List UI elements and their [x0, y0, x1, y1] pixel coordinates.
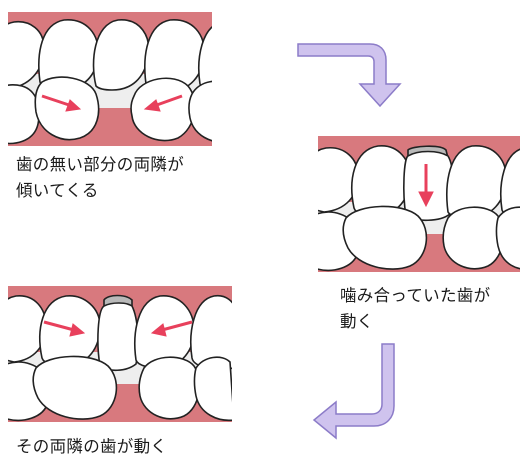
arrow-right-head-icon: [65, 99, 82, 112]
arrow-right-head-icon: [69, 323, 86, 337]
arrow-right-icon: [43, 320, 75, 332]
teeth-illustration-1: [8, 12, 212, 146]
caption-line: 動く: [340, 312, 374, 331]
flow-arrow-icon: [312, 343, 395, 440]
caption-line: 傾いてくる: [16, 181, 99, 200]
flow-arrow-icon: [297, 43, 402, 108]
upper-teeth: [318, 145, 520, 222]
diagram-panel-step-1: [8, 12, 212, 146]
lower-teeth: [8, 76, 212, 145]
step-2-caption: 噛み合っていた歯が 動く: [340, 283, 490, 335]
upper-teeth: [8, 294, 232, 372]
arrow-left-head-icon: [150, 323, 167, 337]
lower-teeth: [8, 355, 232, 422]
arrow-left-head-icon: [143, 99, 161, 112]
caption-line: 噛み合っていた歯が: [340, 286, 491, 305]
arrow-down-head-icon: [418, 191, 434, 208]
teeth-illustration-2: [318, 136, 520, 272]
step-3-caption: その両隣の歯が動く: [16, 434, 167, 460]
diagram-panel-step-2: [318, 136, 520, 272]
arrow-left-icon: [153, 94, 183, 108]
caption-line: その両隣の歯が動く: [16, 437, 168, 456]
upper-teeth: [8, 19, 212, 93]
arrow-right-icon: [41, 94, 73, 108]
caption-line: 歯の無い部分の両隣が: [16, 155, 184, 174]
diagram-panel-step-3: [8, 286, 232, 422]
teeth-illustration-3: [8, 286, 232, 422]
lower-teeth: [318, 205, 520, 272]
step-1-caption: 歯の無い部分の両隣が 傾いてくる: [16, 152, 184, 204]
arrow-left-icon: [161, 320, 193, 332]
